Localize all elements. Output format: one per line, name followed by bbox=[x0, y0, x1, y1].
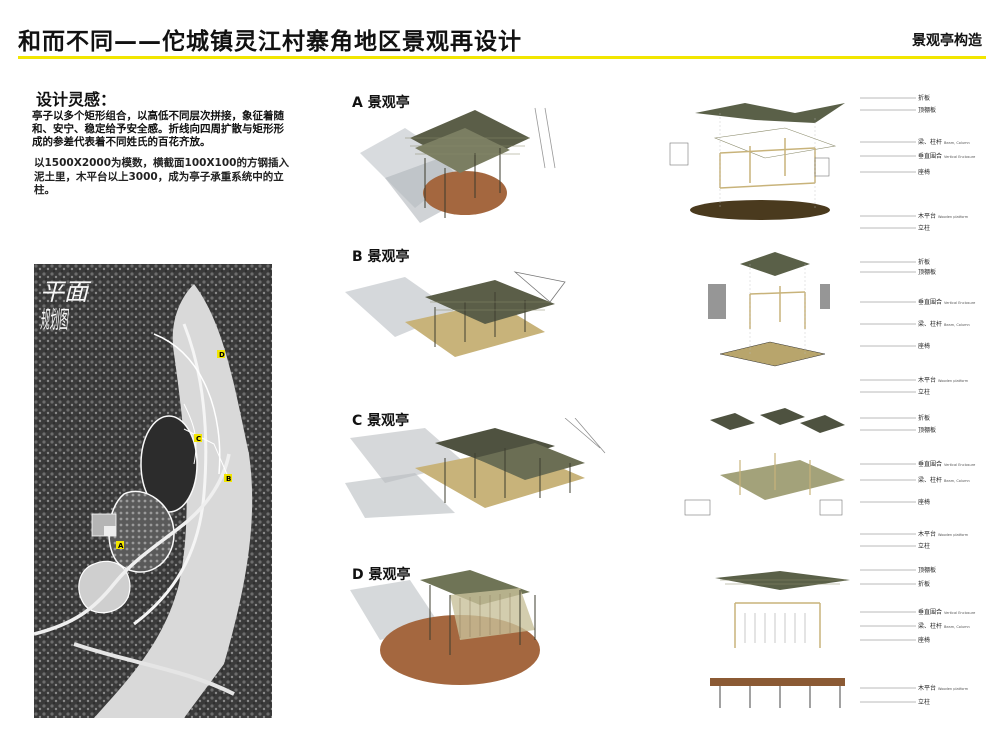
callout-label: 立柱 bbox=[918, 224, 930, 232]
marker-b-label: B bbox=[226, 475, 231, 483]
callout-label: 垂直围合 bbox=[918, 298, 942, 306]
callout-label: 梁、柱杆 bbox=[918, 320, 942, 328]
pavilion-b-perspective bbox=[345, 271, 566, 357]
marker-c[interactable]: C bbox=[194, 434, 202, 443]
pavilion-b-label: B 景观亭 bbox=[352, 249, 410, 265]
callout-label-en: Vertical Enclosure bbox=[944, 463, 975, 467]
callout-label: 木平台 bbox=[918, 684, 936, 692]
callout-label: 折板 bbox=[918, 414, 930, 422]
callout-label: 梁、柱杆 bbox=[918, 622, 942, 630]
callout-label: 顶棚板 bbox=[918, 566, 936, 574]
marker-a-label: A bbox=[118, 542, 124, 550]
pavilion-c-perspective bbox=[345, 418, 606, 518]
callout-label: 折板 bbox=[918, 94, 930, 102]
pavilion-d-label: D 景观亭 bbox=[352, 567, 411, 583]
callout-label: 立柱 bbox=[918, 388, 930, 396]
callout-label: 折板 bbox=[918, 258, 930, 266]
callout-label-en: Beam, Column bbox=[944, 479, 970, 483]
callout-label: 立柱 bbox=[918, 542, 930, 550]
callout-label-en: Vertical Enclosure bbox=[944, 611, 975, 615]
callout-label: 木平台 bbox=[918, 212, 936, 220]
pavilion-a-perspective bbox=[360, 107, 556, 223]
callout-label: 座椅 bbox=[918, 168, 930, 176]
header-divider bbox=[18, 56, 986, 59]
pavilion-d-perspective bbox=[350, 570, 540, 685]
marker-d-label: D bbox=[219, 351, 225, 359]
callout-label-en: Wooden platform bbox=[938, 379, 969, 383]
callout-label: 垂直围合 bbox=[918, 608, 942, 616]
callout-label: 木平台 bbox=[918, 530, 936, 538]
site-plan-title-line-1: 平面 bbox=[40, 278, 92, 306]
callout-label: 顶棚板 bbox=[918, 106, 936, 114]
callout-label-en: Beam, Column bbox=[944, 323, 970, 327]
inspiration-paragraph-2: 以1500X2000为模数，横截面100X100的方钢插入泥土里，木平台以上30… bbox=[34, 157, 289, 196]
marker-d[interactable]: D bbox=[217, 350, 225, 359]
callout-label: 木平台 bbox=[918, 376, 936, 384]
pavilion-c-label: C 景观亭 bbox=[352, 413, 410, 429]
callout-label: 垂直围合 bbox=[918, 460, 942, 468]
section-title: 景观亭构造 bbox=[912, 33, 982, 49]
pavilion-c-exploded-axon bbox=[684, 408, 845, 516]
callout-label-en: Wooden platform bbox=[938, 687, 969, 691]
callout-label: 座椅 bbox=[918, 498, 930, 506]
callout-label-en: Wooden platform bbox=[938, 215, 969, 219]
callout-label: 垂直围合 bbox=[918, 152, 942, 160]
callout-label: 座椅 bbox=[918, 342, 930, 350]
callout-label: 座椅 bbox=[918, 636, 930, 644]
callout-label-en: Wooden platform bbox=[938, 533, 969, 537]
pavilion-b-exploded-axon bbox=[708, 252, 830, 367]
callout-label: 顶棚板 bbox=[918, 268, 936, 276]
site-plan-map: 平面 规划图 A B C D bbox=[34, 264, 272, 718]
marker-c-label: C bbox=[196, 435, 201, 443]
page-title: 和而不同——佗城镇灵江村寨角地区景观再设计 bbox=[18, 29, 522, 55]
callout-label-en: Vertical Enclosure bbox=[944, 301, 975, 305]
marker-b[interactable]: B bbox=[224, 474, 232, 483]
marker-a[interactable]: A bbox=[116, 541, 124, 550]
inspiration-heading: 设计灵感： bbox=[36, 90, 117, 109]
inspiration-paragraph-1: 亭子以多个矩形组合，以高低不同层次拼接，象征着随和、安宁、稳定给予安全感。折线向… bbox=[32, 110, 284, 148]
callout-label: 顶棚板 bbox=[918, 426, 936, 434]
callout-label: 梁、柱杆 bbox=[918, 138, 942, 146]
pavilion-a-label: A 景观亭 bbox=[352, 95, 410, 111]
pavilion-d-exploded-axon bbox=[710, 571, 850, 708]
callout-label-en: Vertical Enclosure bbox=[944, 155, 975, 159]
callout-label: 折板 bbox=[918, 580, 930, 588]
callout-label-en: Beam, Column bbox=[944, 625, 970, 629]
callout-label: 立柱 bbox=[918, 698, 930, 706]
callout-label: 梁、柱杆 bbox=[918, 476, 942, 484]
pavilion-a-exploded-axon bbox=[669, 103, 845, 220]
site-plan-title-line-2: 规划图 bbox=[40, 306, 69, 334]
callout-label-en: Beam, Column bbox=[944, 141, 970, 145]
